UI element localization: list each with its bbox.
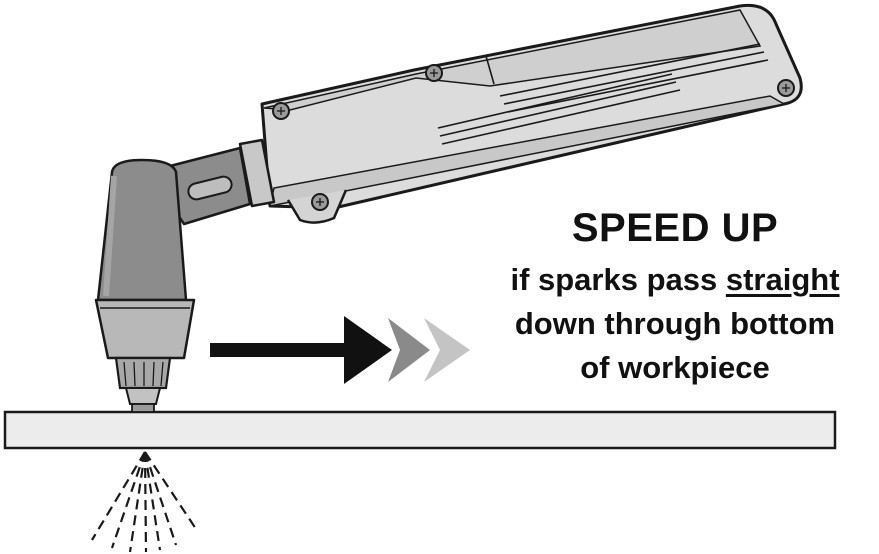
arrow-shaft <box>210 343 360 357</box>
workpiece <box>3 410 837 450</box>
torch-collar <box>238 138 276 208</box>
torch-head <box>96 158 188 302</box>
caption-heading: SPEED UP <box>571 206 779 250</box>
screw <box>272 102 290 120</box>
screw <box>777 79 795 97</box>
spark-spray-icon <box>91 451 199 553</box>
arrow-fade-light <box>424 318 470 382</box>
caption-line-1-prefix: if sparks pass <box>510 262 726 297</box>
caption-emphasis-straight: straight <box>725 262 840 297</box>
shield-cup <box>94 298 196 360</box>
screw <box>311 193 329 211</box>
direction-arrow-icon <box>210 316 470 384</box>
nozzle <box>114 356 172 390</box>
arrow-fade-mid <box>388 318 430 382</box>
plasma-torch-icon <box>94 3 803 413</box>
arrow-head <box>344 316 392 384</box>
caption-line-2: down through bottom <box>514 306 836 341</box>
caption-line-3: of workpiece <box>580 350 770 385</box>
caption-line-1: if sparks pass straight <box>470 258 879 302</box>
screw <box>425 64 443 82</box>
